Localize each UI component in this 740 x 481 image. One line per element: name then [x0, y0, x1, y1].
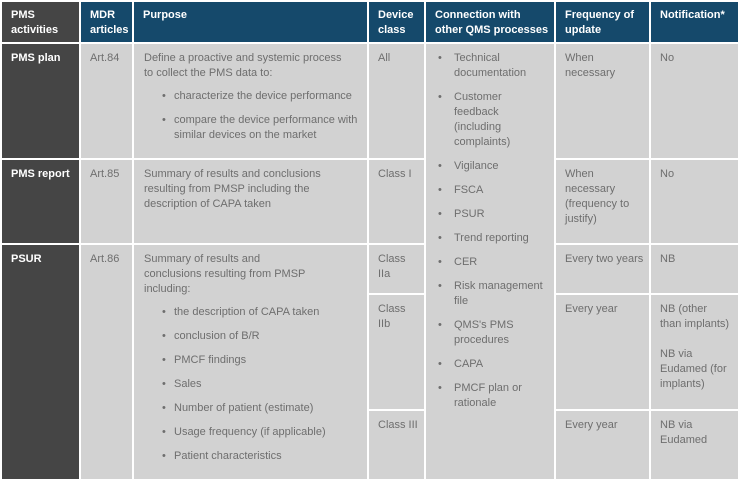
purpose-bullet-list: characterize the device performance comp…: [162, 89, 359, 143]
cell-frequency-pms-plan: When necessary: [556, 44, 649, 158]
header-connection-qms: Connection with other QMS processes: [426, 2, 554, 42]
purpose-bullet: characterize the device performance: [162, 89, 359, 104]
cell-notification-class-iia: NB: [651, 245, 738, 293]
cell-activity-pms-plan: PMS plan: [2, 44, 79, 158]
purpose-bullet-list: the description of CAPA taken conclusion…: [162, 305, 359, 464]
purpose-lead: Summary of results and conclusions resul…: [144, 253, 306, 295]
connection-bullet: FSCA: [438, 183, 546, 198]
connection-bullet: PMCF plan or rationale: [438, 381, 546, 411]
header-purpose: Purpose: [134, 2, 367, 42]
connection-bullet: Vigilance: [438, 159, 546, 174]
header-frequency-of-update: Frequency of update: [556, 2, 649, 42]
purpose-bullet: the description of CAPA taken: [162, 305, 359, 320]
purpose-bullet: conclusion of B/R: [162, 329, 359, 344]
cell-device-class-pms-plan: All: [369, 44, 424, 158]
row-psur-class-iib: Class IIb Every year NB (other than impl…: [2, 294, 738, 410]
cell-frequency-class-iia: Every two years: [556, 245, 649, 293]
purpose-bullet: Patient characteristics: [162, 449, 359, 464]
purpose-lead: Define a proactive and systemic process …: [144, 52, 342, 79]
header-device-class: Device class: [369, 2, 424, 42]
connection-bullet: Trend reporting: [438, 231, 546, 246]
connection-bullet: PSUR: [438, 207, 546, 222]
cell-notification-pms-report: No: [651, 160, 738, 243]
header-notification: Notification*: [651, 2, 738, 42]
row-pms-plan: PMS plan Art.84 Define a proactive and s…: [2, 44, 738, 479]
cell-device-class-iia: Class IIa: [369, 245, 424, 293]
cell-article-pms-plan: Art.84: [81, 44, 132, 158]
cell-notification-pms-plan: No: [651, 44, 738, 158]
row-pms-report: PMS report Art.85 Summary of results and…: [2, 160, 738, 243]
header-mdr-articles: MDR articles: [81, 2, 132, 42]
cell-activity-pms-report: PMS report: [2, 160, 79, 243]
purpose-bullet: Number of patient (estimate): [162, 401, 359, 416]
connection-bullet-list: Technical documentation Customer feedbac…: [438, 51, 546, 411]
cell-frequency-pms-report: When necessary (frequency to justify): [556, 160, 649, 243]
notification-text: NB via Eudamed (for implants): [660, 347, 727, 390]
connection-bullet: Risk management file: [438, 279, 546, 309]
connection-bullet: CER: [438, 255, 546, 270]
cell-purpose-psur: Summary of results and conclusions resul…: [134, 245, 367, 479]
cell-frequency-class-iib: Every year: [556, 294, 649, 410]
cell-connection-qms-processes: Technical documentation Customer feedbac…: [426, 44, 554, 479]
cell-notification-class-iib: NB (other than implants) NB via Eudamed …: [651, 294, 738, 410]
notification-text: NB (other than implants): [660, 302, 730, 330]
cell-frequency-class-iii: Every year: [556, 411, 649, 479]
cell-device-class-iii: Class III: [369, 411, 424, 479]
row-psur-class-iia: PSUR Art.86 Summary of results and concl…: [2, 245, 738, 479]
connection-bullet: QMS's PMS procedures: [438, 318, 546, 348]
cell-purpose-pms-plan: Define a proactive and systemic process …: [134, 44, 367, 158]
purpose-bullet: Usage frequency (if applicable): [162, 425, 359, 440]
cell-notification-class-iii: NB via Eudamed: [651, 411, 738, 479]
purpose-bullet: Sales: [162, 377, 359, 392]
cell-activity-psur: PSUR: [2, 245, 79, 479]
connection-bullet: Customer feedback (including complaints): [438, 90, 546, 150]
purpose-text: Summary of results and conclusions resul…: [144, 168, 321, 210]
cell-article-psur: Art.86: [81, 245, 132, 479]
purpose-bullet: compare the device performance with simi…: [162, 113, 359, 143]
connection-bullet: Technical documentation: [438, 51, 546, 81]
cell-article-pms-report: Art.85: [81, 160, 132, 243]
cell-device-class-pms-report: Class I: [369, 160, 424, 243]
header-row: PMS activities MDR articles Purpose Devi…: [2, 2, 738, 42]
purpose-bullet: PMCF findings: [162, 353, 359, 368]
cell-purpose-pms-report: Summary of results and conclusions resul…: [134, 160, 367, 243]
cell-device-class-iib: Class IIb: [369, 294, 424, 410]
connection-bullet: CAPA: [438, 357, 546, 372]
header-pms-activities: PMS activities: [2, 2, 79, 42]
